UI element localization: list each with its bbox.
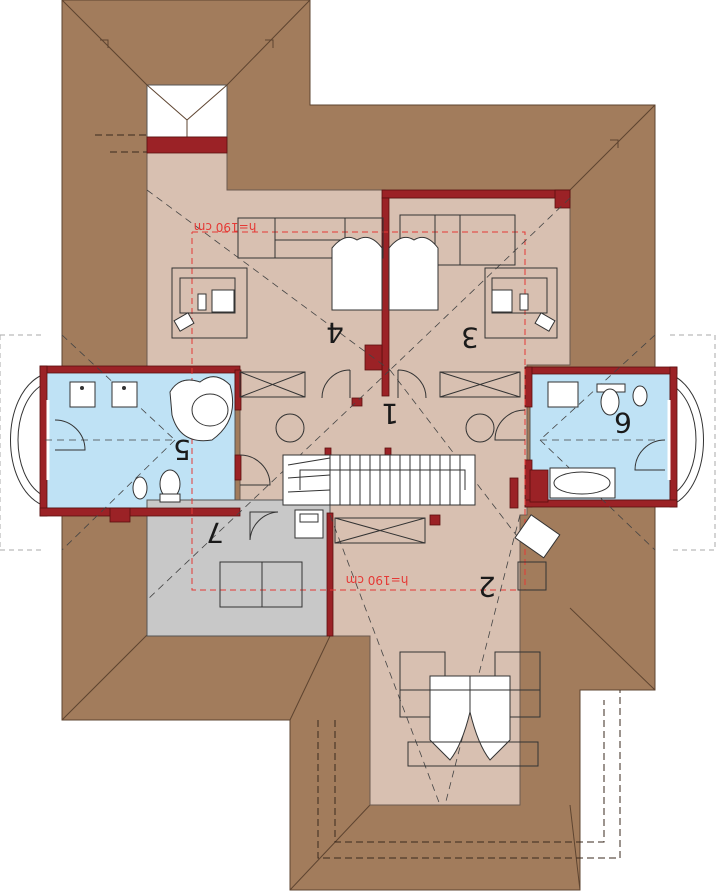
height-label-bottom: h=190 cm [346,573,409,587]
room-labels: 1 2 3 4 5 6 7 h=190 cm h=190 cm [173,220,632,603]
room-number-7: 7 [206,516,224,549]
walls [39,136,678,637]
height-label-top: h=190 cm [194,220,257,234]
room-number-4: 4 [326,316,344,349]
room-number-3: 3 [461,321,479,354]
room-number-2: 2 [478,570,496,603]
bay-windows [0,334,716,551]
room-number-1: 1 [381,397,399,430]
furniture [54,214,666,767]
room-number-5: 5 [173,433,191,466]
room-number-6: 6 [614,406,632,439]
